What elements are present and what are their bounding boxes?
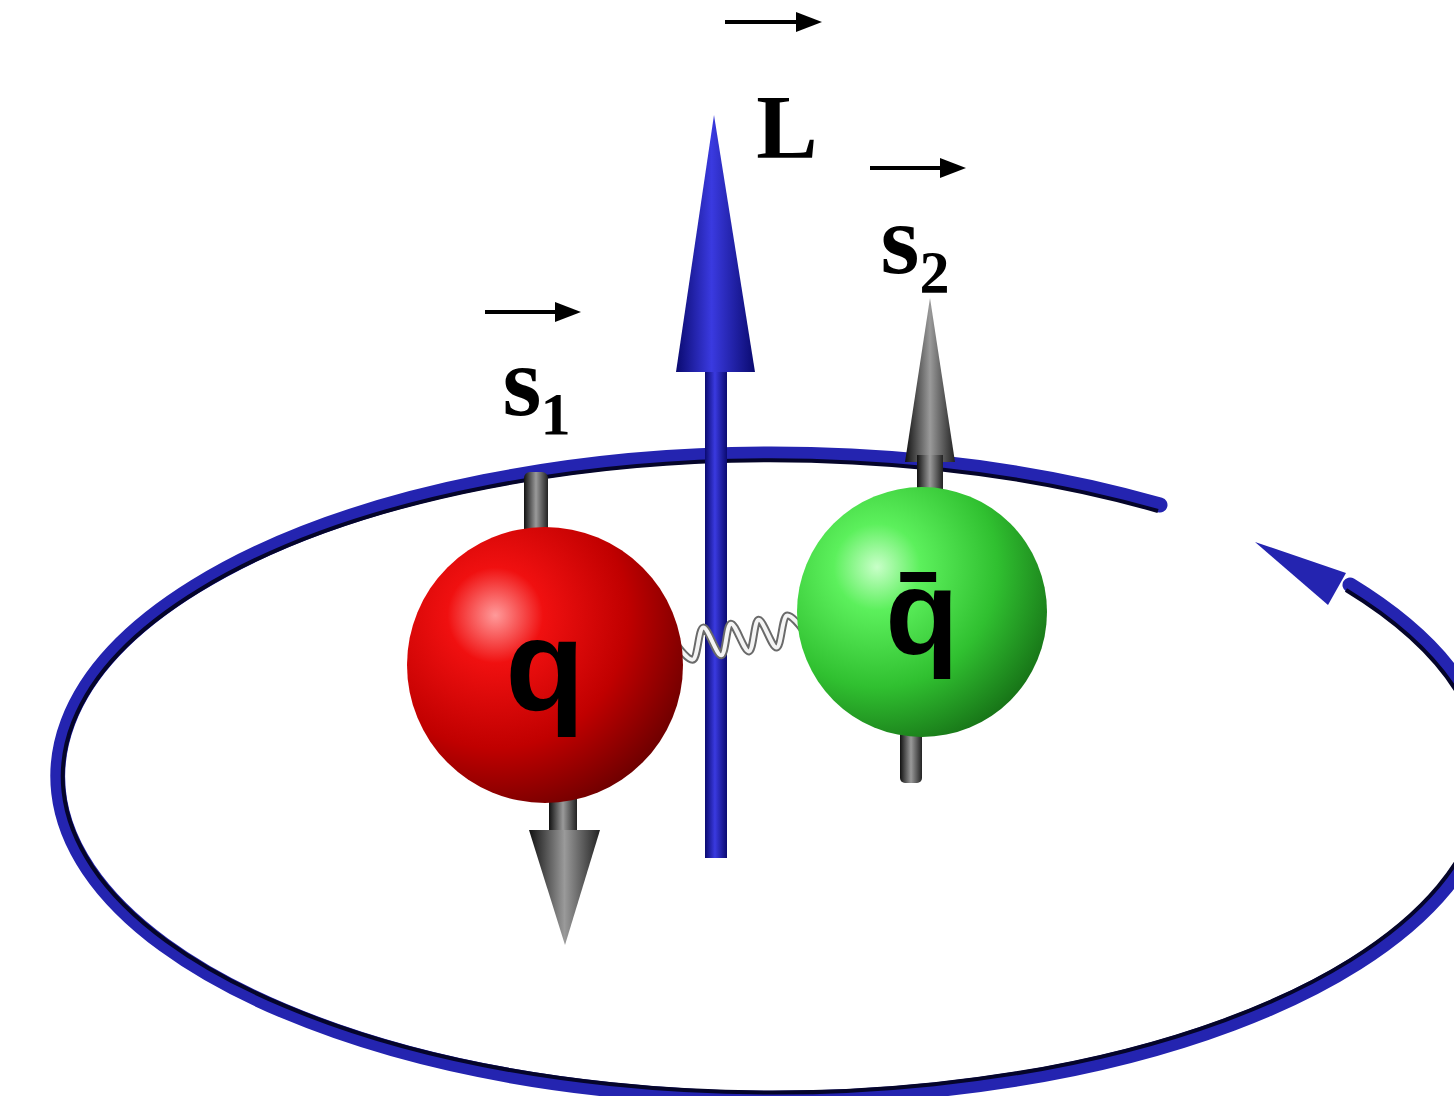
orbit-arrowhead [1255,542,1346,605]
vector-arrow [725,20,800,24]
vector-arrow [485,310,560,314]
spin-label: s₂ [881,190,950,290]
spin-arrowhead [529,830,600,945]
particle-symbol: q [505,600,584,730]
spin-label: s₁ [503,332,572,432]
vector-arrowhead [940,158,966,178]
spin-arrowhead [905,298,955,462]
vector-arrow [870,166,945,170]
angular-momentum-arrowhead [676,115,755,372]
orbit-shade [63,460,1454,1092]
particle-symbol: q̄ [885,552,958,672]
quark-sphere: q [407,527,683,803]
angular-momentum-shaft [705,360,727,858]
vector-arrowhead [555,302,581,322]
antiquark-sphere: q̄ [797,487,1047,737]
spring-outline [678,616,802,660]
spring-highlight [678,616,802,660]
angular-momentum-label: L [756,81,817,173]
orbit-ring [58,454,1454,1096]
spring-connector [678,616,802,660]
vector-arrowhead [796,12,822,32]
